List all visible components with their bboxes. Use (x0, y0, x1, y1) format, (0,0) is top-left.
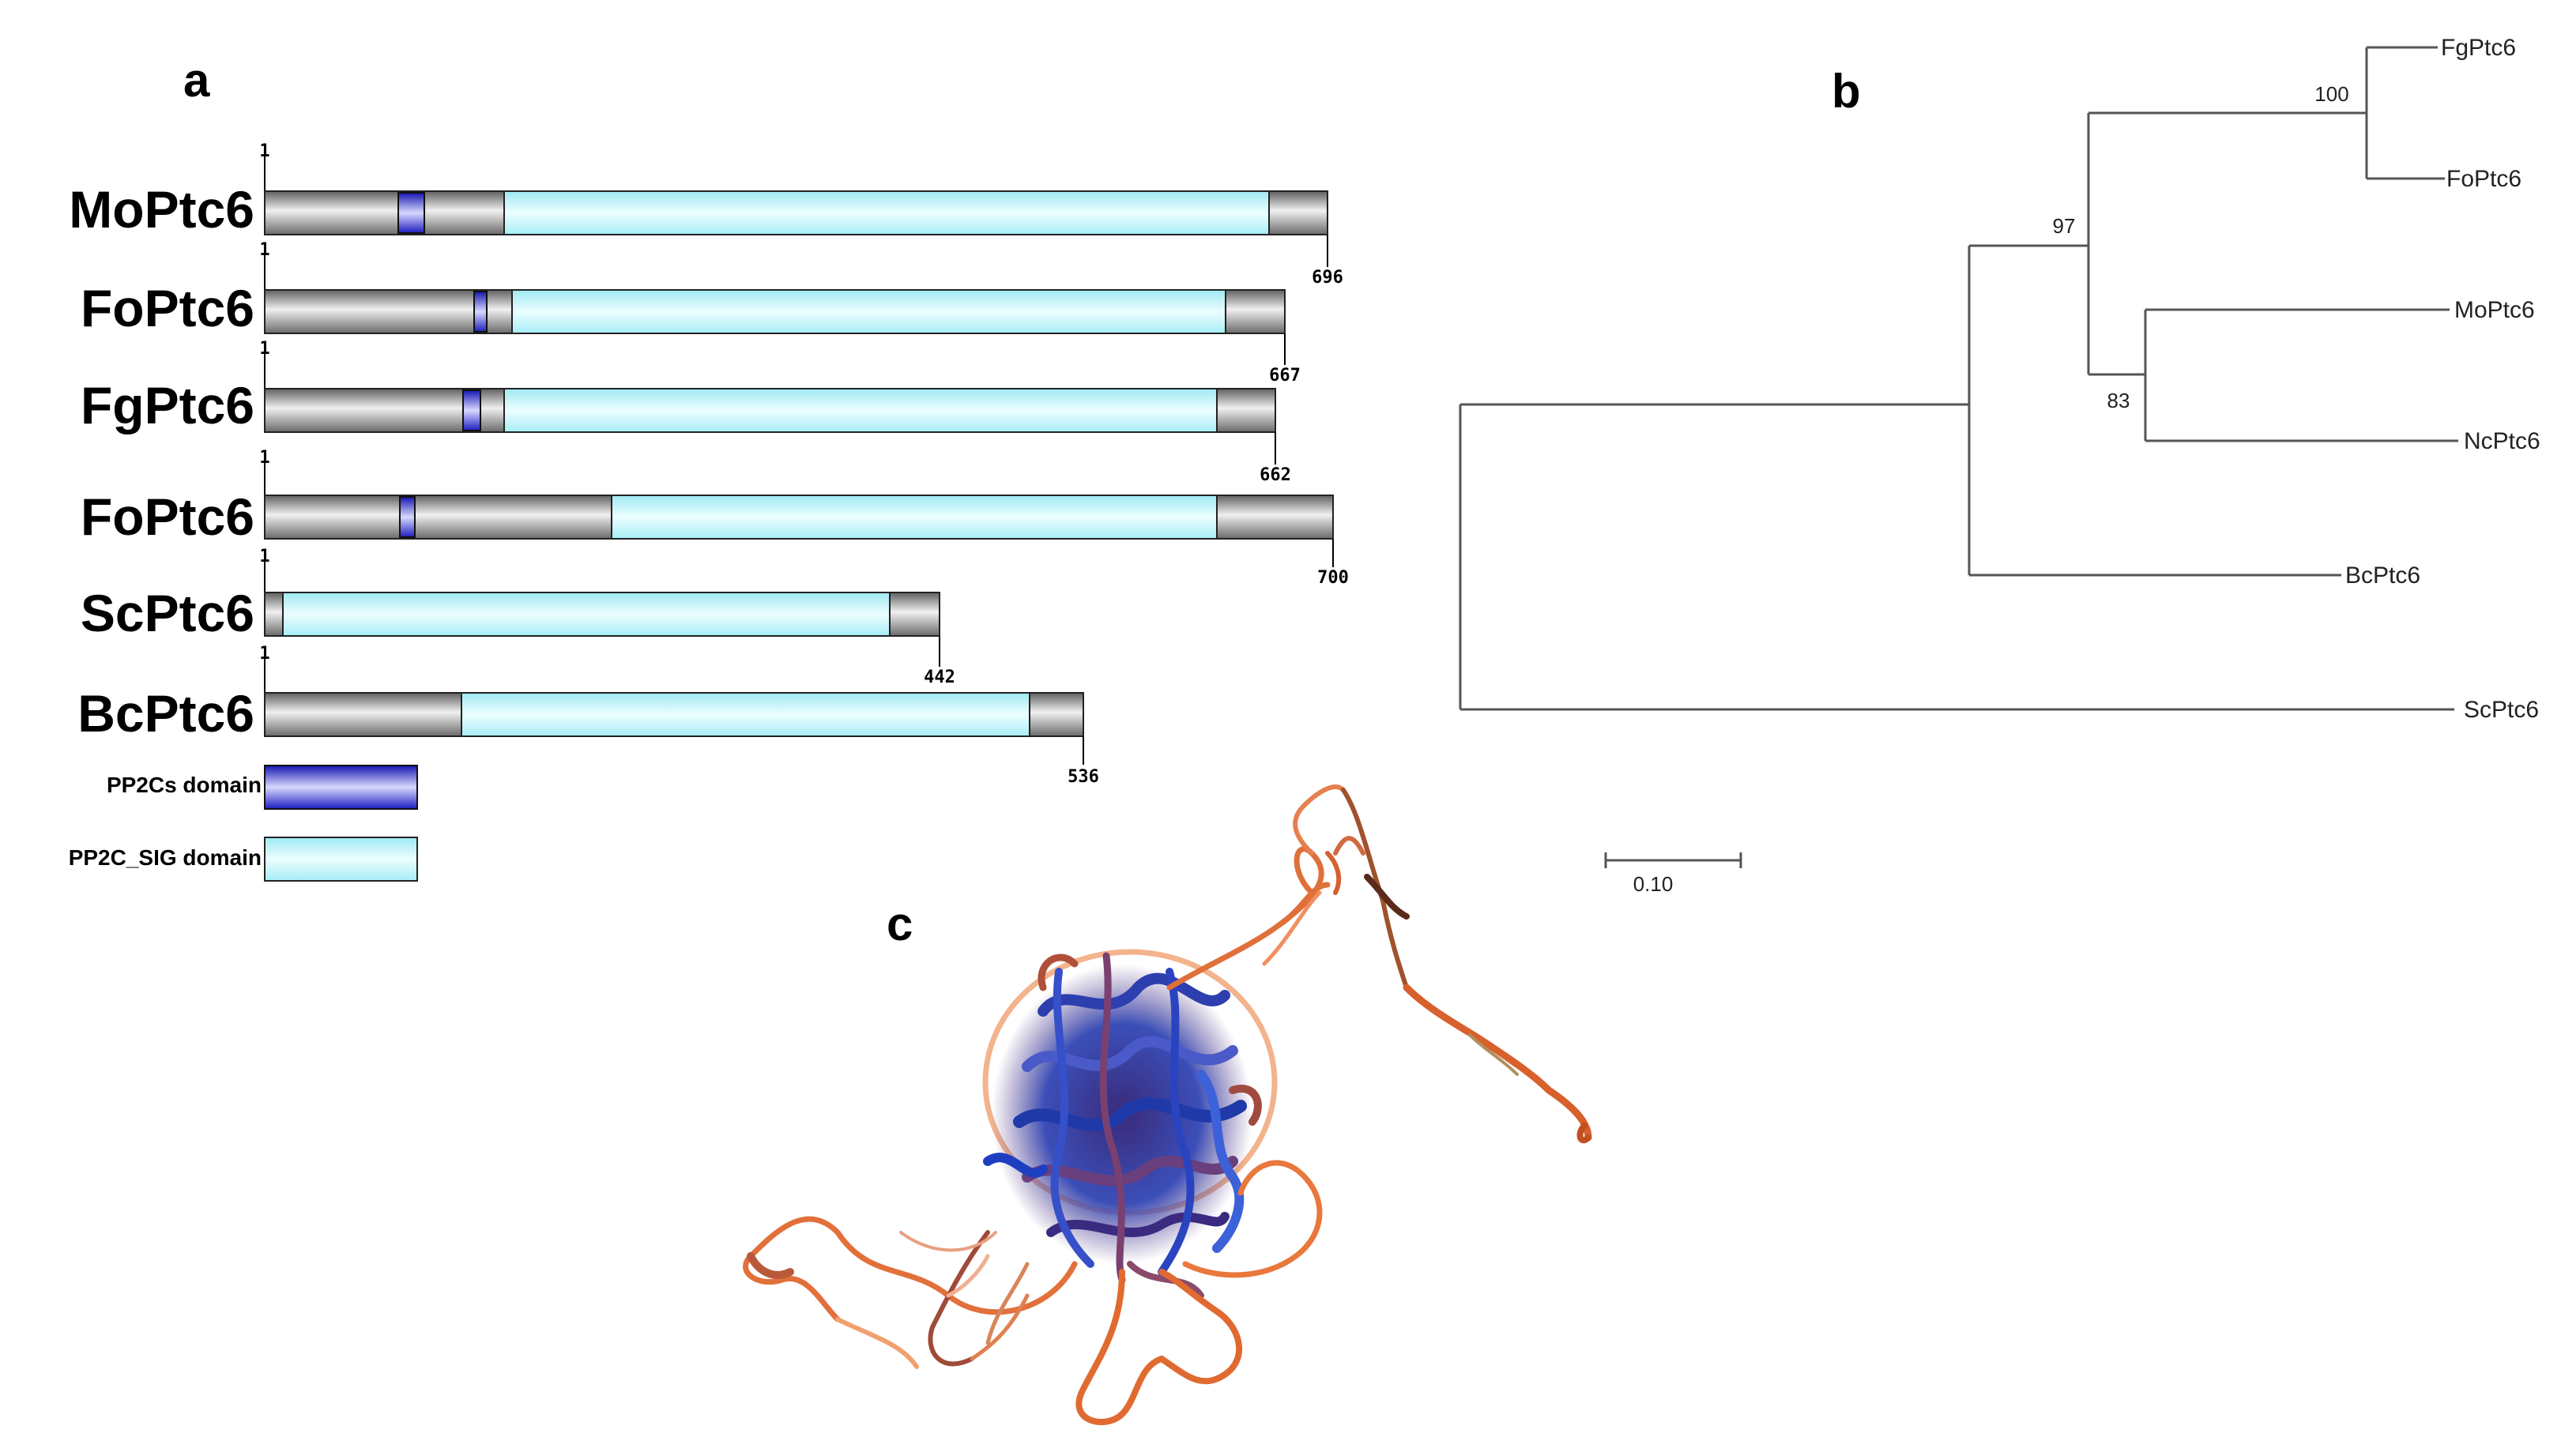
length-label: 700 (1317, 568, 1349, 588)
bootstrap-value: 97 (2053, 214, 2076, 238)
panel-b-letter: b (1832, 65, 1861, 118)
length-label: 536 (1068, 767, 1099, 787)
taxon-label: NcPtc6 (2464, 428, 2540, 454)
pp2c-sig-domain (282, 592, 891, 637)
bootstrap-value: 100 (2314, 82, 2348, 106)
pp2cs-domain (397, 192, 425, 234)
protein-name: MoPtc6 (69, 180, 254, 239)
taxon-label: BcPtc6 (2345, 562, 2420, 589)
pp2c-sig-domain (503, 190, 1270, 235)
protein-name: FoPtc6 (81, 279, 254, 337)
start-position-label: 1 (259, 644, 269, 664)
protein-name: BcPtc6 (77, 684, 254, 743)
pp2c-sig-domain (511, 289, 1226, 334)
domain-legend: PP2Cs domain PP2C_SIG domain (69, 765, 418, 882)
legend-swatch-pp2cs (264, 765, 418, 810)
legend-label-pp2c-sig: PP2C_SIG domain (69, 845, 262, 870)
start-position-label: 1 (259, 240, 269, 260)
pp2cs-domain (399, 496, 416, 538)
length-label: 662 (1260, 465, 1291, 485)
taxon-label: ScPtc6 (2464, 697, 2539, 723)
protein-row: FoPtc6 1 667 (81, 240, 1301, 386)
start-position-label: 1 (259, 141, 269, 161)
protein-row: FoPtc6 1 700 (81, 448, 1349, 588)
protein-name: ScPtc6 (81, 584, 254, 642)
protein-row: ScPtc6 1 442 (81, 547, 955, 687)
bootstrap-value: 83 (2107, 389, 2130, 412)
protein-name: FgPtc6 (81, 376, 254, 434)
taxon-label: FoPtc6 (2446, 166, 2521, 192)
phylogenetic-tree (1459, 46, 2458, 711)
start-position-label: 1 (259, 448, 269, 468)
pp2c-sig-domain (503, 388, 1218, 433)
pp2cs-domain (473, 291, 488, 333)
taxon-label: FgPtc6 (2441, 35, 2516, 61)
protein-row: FgPtc6 1 662 (81, 339, 1291, 485)
tree-labels: FgPtc6 FoPtc6 MoPtc6 NcPtc6 BcPtc6 ScPtc… (2053, 35, 2540, 723)
taxon-label: MoPtc6 (2454, 297, 2535, 323)
pp2c-sig-domain (461, 692, 1030, 737)
length-label: 667 (1269, 366, 1301, 386)
start-position-label: 1 (259, 547, 269, 566)
start-position-label: 1 (259, 339, 269, 359)
scale-bar: 0.10 (1604, 852, 1742, 896)
legend-label-pp2cs: PP2Cs domain (107, 773, 262, 797)
panel-c-letter: c (887, 897, 913, 950)
scale-bar-label: 0.10 (1633, 872, 1674, 896)
pp2cs-domain (462, 389, 481, 431)
protein-3d-ribbon-structure-icon (743, 784, 1592, 1425)
length-label: 696 (1312, 268, 1343, 288)
domain-architecture: MoPtc6 1 696 FoPtc6 1 667 FgPtc6 1 (69, 141, 1349, 882)
protein-row: BcPtc6 1 536 (77, 644, 1099, 787)
protein-row: MoPtc6 1 696 (69, 141, 1343, 288)
legend-swatch-pp2c-sig (264, 837, 418, 882)
pp2c-sig-domain (611, 495, 1218, 540)
length-label: 442 (924, 668, 955, 687)
panel-a-letter: a (183, 54, 210, 107)
protein-name: FoPtc6 (81, 487, 254, 546)
